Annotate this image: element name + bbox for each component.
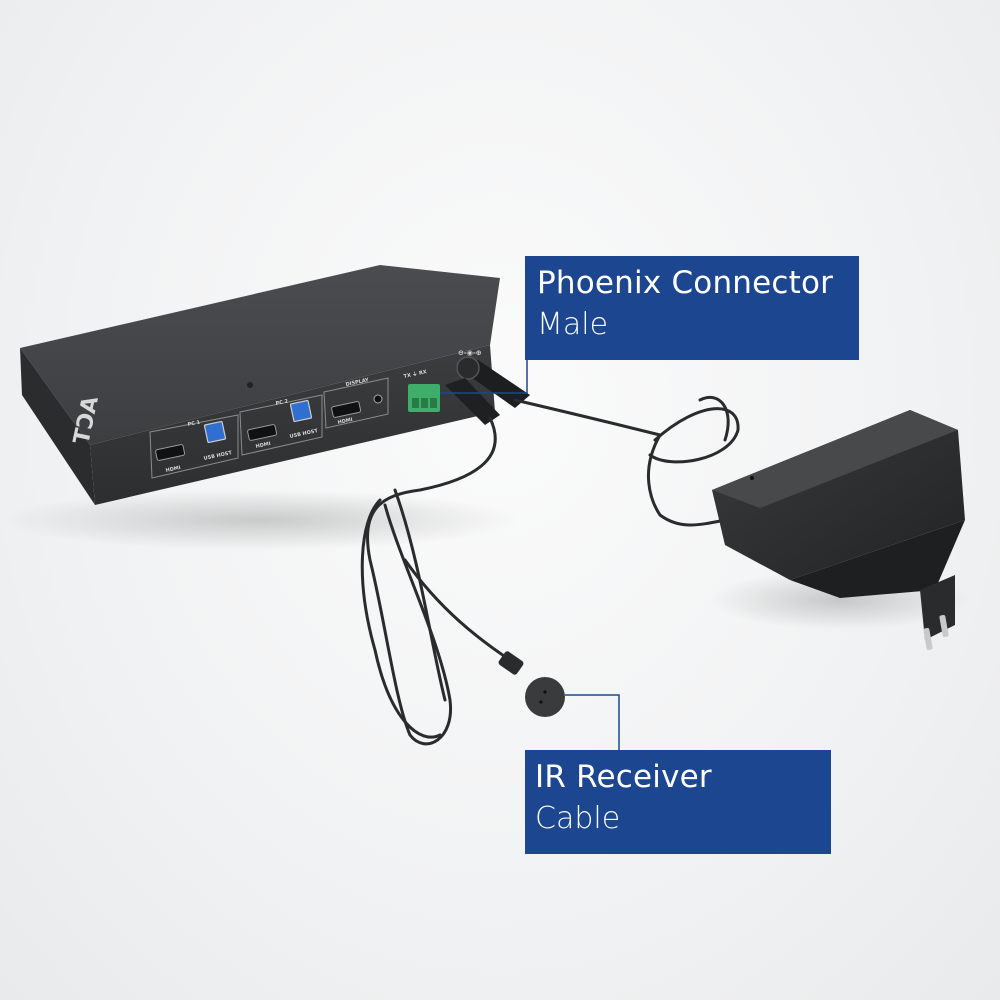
callout-title: Phoenix Connector (537, 265, 834, 301)
usb-host-port-pc2[interactable] (289, 399, 313, 423)
dc-polarity-icon: ⊖-◉-⊕ (458, 349, 482, 357)
svg-text:HDMI: HDMI (165, 465, 181, 474)
callout-subtitle: Male (537, 307, 609, 342)
callout-ir-receiver: IR Receiver Cable (525, 750, 831, 854)
ir-leader-line (565, 694, 620, 750)
kvm-switch: ACT PC 1 HDMI USB HOST PC 2 HDMI USB HOS… (20, 265, 530, 505)
svg-text:HDMI: HDMI (337, 417, 353, 426)
port-group-pc1: PC 1 HDMI USB HOST (149, 414, 239, 479)
svg-text:PC 2: PC 2 (275, 398, 289, 407)
audio-jack[interactable] (373, 394, 383, 404)
svg-text:HDMI: HDMI (255, 441, 271, 450)
hdmi-port-pc1[interactable] (155, 444, 186, 461)
hdmi-port-pc2[interactable] (247, 424, 278, 441)
hdmi-port-display[interactable] (331, 401, 362, 418)
svg-text:PC 1: PC 1 (187, 419, 201, 428)
phoenix-connector (408, 384, 440, 412)
callout-phoenix-connector: Phoenix Connector Male (525, 256, 859, 360)
svg-text:USB HOST: USB HOST (203, 450, 233, 462)
svg-text:USB HOST: USB HOST (289, 428, 319, 440)
cables (360, 396, 740, 746)
svg-text:TX ⏚ RX: TX ⏚ RX (403, 368, 428, 380)
power-adapter (712, 410, 965, 651)
port-group-display: DISPLAY HDMI (323, 377, 389, 429)
callout-subtitle: Cable (535, 801, 621, 836)
port-group-pc2: PC 2 HDMI USB HOST (239, 394, 323, 456)
svg-text:DISPLAY: DISPLAY (345, 377, 370, 388)
phoenix-leader-line (440, 358, 528, 394)
dc-plug (456, 356, 530, 408)
ir-receiver-head (498, 651, 565, 717)
usb-host-port-pc1[interactable] (203, 420, 227, 444)
callout-title: IR Receiver (535, 759, 712, 795)
